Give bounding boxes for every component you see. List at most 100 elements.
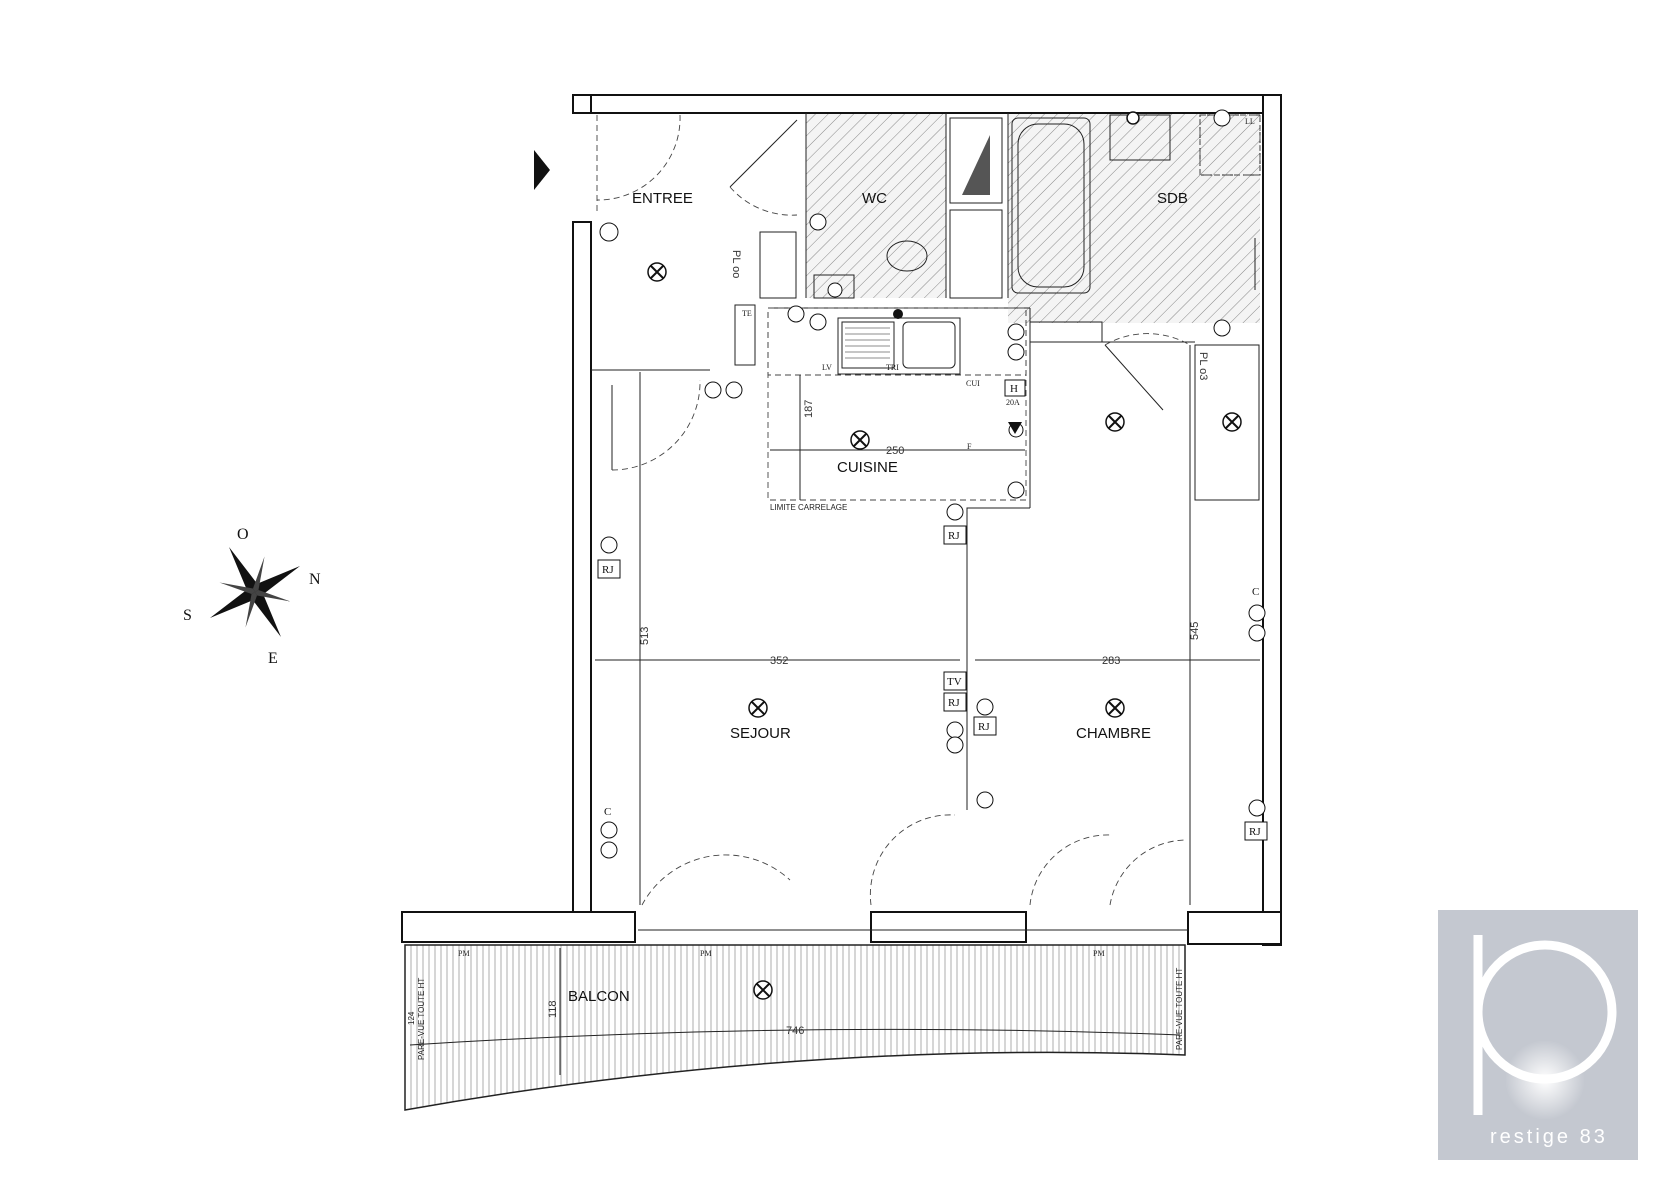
socket-icon bbox=[976, 791, 994, 809]
sink-bowl bbox=[902, 321, 956, 369]
wc-door-arc bbox=[729, 186, 798, 216]
compass-star-icon bbox=[209, 546, 301, 638]
interior-walls bbox=[591, 113, 1260, 810]
socket-icon bbox=[1007, 481, 1025, 499]
c-label: C bbox=[1252, 586, 1259, 598]
prestige-logo: restige 83 bbox=[1438, 910, 1638, 1160]
socket-icon bbox=[809, 313, 827, 331]
light-icon bbox=[1105, 698, 1125, 718]
rj-label: RJ bbox=[948, 697, 960, 709]
socket-icon bbox=[946, 503, 964, 521]
room-sdb: SDB bbox=[1157, 190, 1188, 207]
light-icon bbox=[893, 309, 903, 319]
room-entree: ENTREE bbox=[632, 190, 693, 207]
dim-chambre-depth: 545 bbox=[1189, 622, 1201, 640]
sink-drainer bbox=[841, 321, 895, 369]
electrical-labels: RJ RJ TV RJ RJ RJ C C H 20A TE LV TRI CU… bbox=[458, 117, 1268, 958]
window-mid-arc bbox=[869, 814, 956, 906]
window-right-arc1 bbox=[1029, 834, 1111, 906]
entry-door-arc bbox=[596, 114, 681, 201]
dim-balcon-side: 124 bbox=[407, 1011, 416, 1025]
room-sejour: SEJOUR bbox=[730, 725, 791, 742]
light-icon bbox=[748, 698, 768, 718]
ll-zone bbox=[1199, 114, 1261, 176]
room-labels: ENTREE WC SDB CUISINE SEJOUR CHAMBRE BAL… bbox=[568, 190, 1188, 1005]
wall-bottom-right bbox=[1187, 911, 1282, 945]
light-icon bbox=[850, 430, 870, 450]
socket-icon bbox=[600, 536, 618, 554]
socket-icon bbox=[1213, 109, 1231, 127]
wc-cistern bbox=[949, 117, 1003, 204]
rj-label: RJ bbox=[602, 564, 614, 576]
toilet-bowl bbox=[886, 240, 928, 272]
logo-text: restige 83 bbox=[1490, 1126, 1608, 1148]
pl-entree-label: PL oo bbox=[730, 250, 742, 278]
balcony bbox=[404, 944, 1186, 1111]
c-label: C bbox=[604, 806, 611, 818]
light-icon bbox=[1126, 111, 1140, 125]
dim-sejour-depth: 513 bbox=[639, 627, 651, 645]
exterior-walls bbox=[401, 94, 1282, 946]
rj-label: RJ bbox=[948, 530, 960, 542]
light-icon bbox=[1222, 412, 1242, 432]
room-cuisine: CUISINE bbox=[837, 459, 898, 476]
lights bbox=[647, 111, 1242, 1000]
logo-flare bbox=[1505, 1040, 1585, 1120]
socket-icon bbox=[599, 222, 619, 242]
window-left-arc bbox=[641, 854, 791, 906]
placard-entree bbox=[759, 231, 797, 299]
placard-chambre bbox=[1194, 344, 1260, 501]
dim-sejour-width: 352 bbox=[770, 655, 788, 667]
socket-icon bbox=[725, 381, 743, 399]
wall-bottom-left bbox=[401, 911, 636, 943]
gaine-box bbox=[1029, 321, 1103, 343]
compass-east: E bbox=[268, 650, 278, 667]
limite-carrelage-label: LIMITE CARRELAGE bbox=[770, 503, 847, 512]
compass-rose: O N S E bbox=[183, 526, 321, 667]
socket-icon bbox=[1213, 319, 1231, 337]
triangle-icon bbox=[1008, 422, 1022, 434]
te-label: TE bbox=[742, 309, 752, 318]
socket-icon bbox=[946, 736, 964, 754]
pm-label: PM bbox=[458, 949, 470, 958]
entry-arrow-icon bbox=[534, 150, 550, 190]
pm-label: PM bbox=[1093, 949, 1105, 958]
room-wc: WC bbox=[862, 190, 887, 207]
wall-top bbox=[572, 94, 1282, 114]
bath-sink bbox=[1109, 114, 1171, 161]
limite-carrelage-zone bbox=[767, 307, 1027, 501]
rj-label: RJ bbox=[1249, 826, 1261, 838]
socket-icon bbox=[600, 821, 618, 839]
socket-icon bbox=[976, 698, 994, 716]
pl-chambre-label: PL o3 bbox=[1197, 352, 1209, 380]
light-icon bbox=[1105, 412, 1125, 432]
rj-label: RJ bbox=[978, 721, 990, 733]
socket-icon bbox=[809, 213, 827, 231]
dim-chambre-width: 283 bbox=[1102, 655, 1120, 667]
cui-label: CUI bbox=[966, 379, 980, 388]
wc-tiles bbox=[806, 113, 946, 298]
ll-label: LL bbox=[1245, 117, 1255, 126]
pm-label: PM bbox=[700, 949, 712, 958]
socket-icon bbox=[827, 282, 843, 298]
compass-north: N bbox=[309, 571, 321, 588]
doors bbox=[596, 114, 1191, 931]
wall-sejour-chambre bbox=[966, 507, 1030, 810]
chambre-door-leaf bbox=[1104, 344, 1164, 411]
wall-bottom-middle bbox=[870, 911, 1027, 943]
socket-icon bbox=[600, 841, 618, 859]
socket-icon bbox=[1248, 624, 1266, 642]
dim-cuisine-width: 250 bbox=[886, 445, 904, 457]
wall-left bbox=[572, 221, 592, 913]
tri-label: TRI bbox=[886, 363, 899, 372]
window-right-arc2 bbox=[1109, 839, 1186, 906]
stair-shade bbox=[962, 135, 990, 195]
wall-right bbox=[1262, 94, 1282, 946]
chambre-door-arc bbox=[1104, 333, 1191, 346]
tableau-electrique bbox=[734, 304, 756, 366]
tv-label: TV bbox=[947, 676, 962, 688]
socket-icon bbox=[1007, 323, 1025, 341]
balcon-floor bbox=[404, 944, 1186, 1111]
dim-balcon-width-line bbox=[409, 1028, 1181, 1046]
